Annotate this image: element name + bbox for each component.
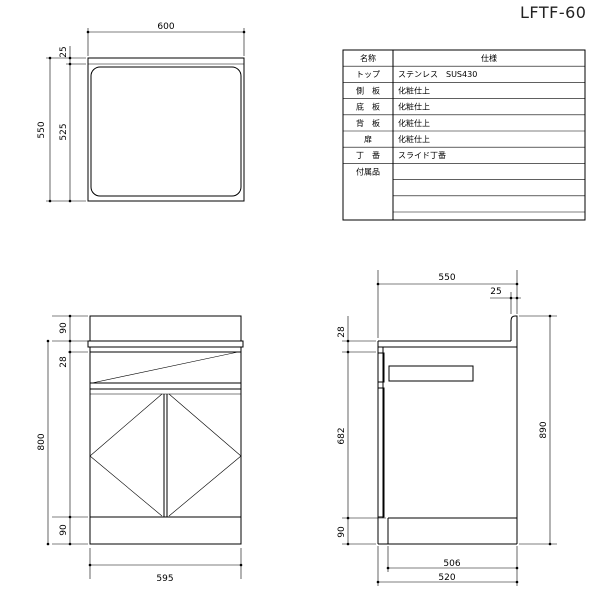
front-view: 90 28 800 90 595 (37, 314, 244, 584)
front-counter-edge (87, 340, 244, 348)
dim-side-mid: 682 (337, 427, 347, 444)
table-row-name: 背 板 (356, 118, 380, 128)
dim-side-bottom: 90 (337, 526, 347, 538)
dim-side-top: 28 (337, 326, 347, 338)
dim-front-top: 90 (59, 322, 69, 334)
table-row-spec: 化粧仕上 (398, 102, 430, 112)
front-backsplash (89, 315, 242, 342)
front-cabinet (89, 346, 242, 545)
side-sink-bowl (388, 365, 474, 382)
dim-top-d3: 550 (37, 121, 47, 138)
table-row-spec: ステンレス SUS430 (398, 70, 477, 79)
dim-front-bottom: 90 (59, 524, 69, 536)
drawer-diagonal (91, 351, 239, 384)
dim-front-drawer: 28 (59, 356, 69, 368)
dim-side-back: 25 (490, 287, 501, 297)
dim-side-height: 890 (539, 421, 549, 438)
table-row-name: 側 板 (356, 85, 380, 95)
table-row-spec: 化粧仕上 (398, 134, 430, 144)
top-outline (87, 57, 245, 202)
model-number: LFTF-60 (520, 3, 587, 22)
table-row-name: 丁 番 (356, 150, 380, 160)
table-row-name: 扉 (364, 134, 372, 144)
spec-table: 名称仕様トップステンレス SUS430側 板化粧仕上底 板化粧仕上背 板化粧仕上… (342, 49, 586, 221)
dim-top-d2: 525 (59, 123, 69, 140)
table-header-spec: 仕様 (481, 53, 497, 63)
dim-side-inner: 506 (443, 559, 460, 569)
door-right-hinge-line (168, 393, 242, 457)
dim-top-width: 600 (157, 22, 174, 32)
table-header-name: 名称 (360, 53, 376, 63)
dim-side-base: 520 (438, 573, 455, 583)
dim-front-height: 800 (37, 433, 47, 450)
table-row-spec: 化粧仕上 (398, 118, 430, 128)
table-row-name: 底 板 (356, 102, 380, 112)
sink-bowl (90, 66, 242, 197)
door-left-hinge-line (89, 393, 163, 457)
table-row-name: 付属品 (356, 166, 380, 176)
top-view: 600 25 525 550 (37, 22, 246, 203)
dim-side-depth: 550 (438, 273, 455, 283)
dim-top-d1: 25 (59, 46, 69, 57)
table-row-name: トップ (356, 70, 380, 79)
table-row-spec: スライド丁番 (398, 150, 446, 160)
side-view: 550 25 28 682 90 890 506 520 (337, 270, 557, 586)
table-row-spec: 化粧仕上 (398, 85, 430, 95)
dim-front-width: 595 (156, 574, 173, 584)
